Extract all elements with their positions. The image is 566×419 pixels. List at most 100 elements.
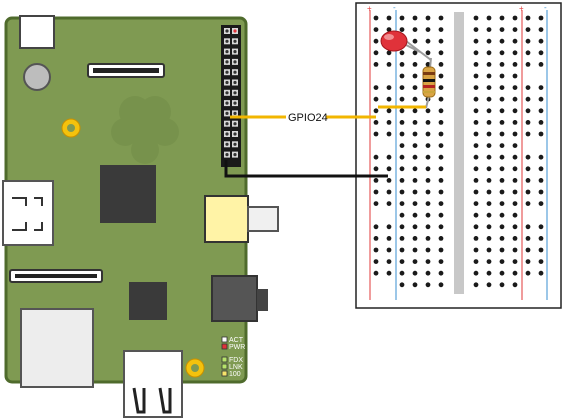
breadboard-hole — [373, 108, 379, 114]
breadboard-hole — [438, 50, 444, 56]
breadboard-hole — [538, 247, 544, 253]
breadboard-hole — [399, 73, 405, 79]
breadboard-hole — [425, 189, 431, 195]
audio-jack — [211, 275, 258, 322]
breadboard-hole — [425, 166, 431, 172]
breadboard-hole — [386, 178, 392, 183]
mounting-hole-center — [67, 124, 75, 132]
breadboard-hole — [386, 96, 392, 102]
breadboard-hole — [412, 154, 418, 160]
breadboard-hole — [525, 27, 531, 32]
audio-jack-plug — [257, 289, 268, 311]
wire-label-bg — [286, 110, 326, 123]
hdmi-pins — [12, 197, 43, 231]
breadboard-hole — [512, 236, 518, 241]
breadboard-hole — [399, 120, 405, 125]
breadboard-hole — [499, 282, 505, 288]
gpio-pin-hole — [225, 122, 229, 126]
hdmi-port — [2, 180, 54, 246]
resistor — [422, 57, 436, 109]
resistor-band — [423, 72, 435, 75]
breadboard-hole — [438, 38, 444, 44]
breadboard-hole — [425, 282, 431, 288]
breadboard-hole — [412, 189, 418, 195]
breadboard-hole — [438, 236, 444, 241]
breadboard-hole — [438, 62, 444, 67]
gpio-pin-hole — [225, 70, 229, 74]
breadboard-hole — [473, 259, 479, 264]
breadboard-hole — [438, 178, 444, 183]
breadboard-hole — [499, 15, 505, 21]
breadboard-hole — [512, 143, 518, 149]
breadboard: + - + - — [355, 2, 562, 309]
component-circle — [23, 63, 51, 91]
breadboard-hole — [499, 166, 505, 172]
breadboard-hole — [538, 201, 544, 207]
gpio-pin-hole — [233, 80, 237, 85]
breadboard-hole — [512, 247, 518, 253]
breadboard-hole — [486, 120, 492, 125]
breadboard-hole — [438, 212, 444, 218]
breadboard-hole — [499, 120, 505, 125]
camera-connector-slot — [15, 274, 97, 278]
status-led-fdx — [221, 356, 228, 363]
usb-ethernet-chip — [129, 282, 167, 320]
breadboard-hole — [386, 154, 392, 160]
breadboard-hole — [386, 120, 392, 125]
gpio-pin-hole — [225, 39, 229, 43]
breadboard-hole — [525, 85, 531, 90]
breadboard-hole — [499, 62, 505, 67]
breadboard-hole — [425, 154, 431, 160]
breadboard-hole — [373, 178, 379, 183]
breadboard-hole — [438, 189, 444, 195]
resistor-band — [423, 91, 435, 93]
breadboard-hole — [473, 85, 479, 90]
breadboard-hole — [425, 270, 431, 276]
breadboard-hole — [499, 108, 505, 114]
rail-label-minus: - — [544, 3, 547, 12]
breadboard-hole — [486, 73, 492, 79]
breadboard-hole — [412, 259, 418, 264]
breadboard-hole — [512, 166, 518, 172]
breadboard-hole — [425, 178, 431, 183]
breadboard-hole — [373, 120, 379, 125]
breadboard-hole — [399, 259, 405, 264]
breadboard-hole — [438, 15, 444, 21]
breadboard-hole — [525, 201, 531, 207]
breadboard-hole — [512, 96, 518, 102]
breadboard-hole — [412, 50, 418, 56]
breadboard-hole — [473, 212, 479, 218]
breadboard-hole — [425, 38, 431, 44]
breadboard-hole — [486, 15, 492, 21]
breadboard-hole — [373, 15, 379, 21]
gpio-pin-hole — [233, 39, 237, 43]
breadboard-hole — [486, 282, 492, 288]
gpio-pin-hole — [233, 29, 237, 33]
breadboard-hole — [373, 96, 379, 102]
rca-video-plug — [247, 206, 279, 232]
breadboard-hole — [438, 201, 444, 207]
breadboard-hole — [525, 15, 531, 21]
breadboard-hole — [373, 270, 379, 276]
breadboard-hole — [399, 166, 405, 172]
breadboard-hole — [525, 154, 531, 160]
breadboard-hole — [473, 38, 479, 44]
breadboard-hole — [412, 62, 418, 67]
breadboard-hole — [499, 259, 505, 264]
breadboard-hole — [438, 120, 444, 125]
breadboard-hole — [486, 85, 492, 90]
breadboard-hole — [425, 247, 431, 253]
breadboard-hole — [373, 50, 379, 56]
breadboard-hole — [512, 120, 518, 125]
breadboard-hole — [425, 201, 431, 207]
breadboard-hole — [499, 201, 505, 207]
breadboard-hole — [399, 143, 405, 149]
usb-port — [123, 350, 183, 418]
breadboard-hole — [473, 270, 479, 276]
breadboard-hole — [499, 27, 505, 32]
breadboard-hole — [486, 270, 492, 276]
breadboard-hole — [486, 154, 492, 160]
breadboard-hole — [399, 212, 405, 218]
breadboard-hole — [412, 27, 418, 32]
